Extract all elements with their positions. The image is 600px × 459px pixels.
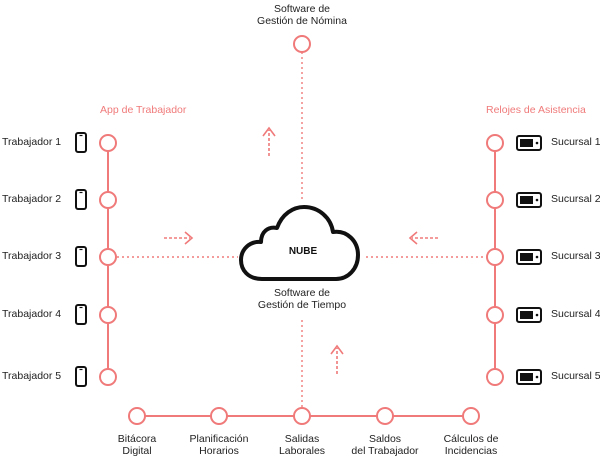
time-clock-icon (516, 135, 542, 156)
bottom-item-label-line2: Laborales (278, 445, 326, 457)
arrow-left-right-icon (408, 231, 438, 245)
node-left-1 (99, 134, 117, 152)
worker-label: Trabajador 5 (2, 370, 62, 382)
smartphone-icon (75, 304, 87, 330)
branch-label: Sucursal 3 (551, 250, 600, 262)
smartphone-icon (75, 132, 87, 158)
node-bottom-1 (128, 407, 146, 425)
worker-label: Trabajador 4 (2, 308, 62, 320)
worker-label: Trabajador 3 (2, 250, 62, 262)
time-clock-icon (516, 307, 542, 328)
node-bottom-2 (210, 407, 228, 425)
smartphone-icon (75, 189, 87, 215)
branch-label: Sucursal 2 (551, 193, 600, 205)
bottom-item-label-line1: Planificación (189, 433, 249, 445)
node-right-2 (486, 191, 504, 209)
top-node-label-line1: Software de (273, 3, 331, 15)
cloud-icon (239, 205, 360, 281)
node-right-4 (486, 306, 504, 324)
node-bottom-3 (293, 407, 311, 425)
node-left-2 (99, 191, 117, 209)
worker-label: Trabajador 1 (2, 136, 62, 148)
bottom-item-label-line1: Cálculos de (443, 433, 499, 445)
bottom-item-label-line1: Bitácora (117, 433, 157, 445)
cloud-caption-line2: Gestión de Tiempo (257, 299, 347, 311)
time-clock-icon (516, 249, 542, 270)
branch-label: Sucursal 5 (551, 370, 600, 382)
bottom-item-label-line2: Horarios (199, 445, 239, 457)
cloud-label: NUBE (288, 246, 318, 257)
bottom-nodes (128, 407, 480, 425)
node-top (293, 35, 311, 53)
node-bottom-4 (376, 407, 394, 425)
node-left-5 (99, 368, 117, 386)
arrow-up-bottom-icon (330, 344, 344, 374)
node-left-3 (99, 248, 117, 266)
top-node-label-line2: Gestión de Nómina (257, 15, 347, 27)
node-right-3 (486, 248, 504, 266)
node-right-1 (486, 134, 504, 152)
bottom-item-label-line1: Saldos (368, 433, 402, 445)
bottom-item-label-line2: del Trabajador (351, 445, 419, 457)
branch-label: Sucursal 4 (551, 308, 600, 320)
time-clock-icon (516, 369, 542, 390)
node-right-5 (486, 368, 504, 386)
left-group-title: App de Trabajador (100, 104, 187, 116)
node-left-4 (99, 306, 117, 324)
arrow-up-top-icon (262, 126, 276, 156)
bottom-item-label-line1: Salidas (284, 433, 320, 445)
left-nodes (99, 134, 117, 386)
smartphone-icon (75, 366, 87, 392)
branch-label: Sucursal 1 (551, 136, 600, 148)
bottom-item-label-line2: Digital (122, 445, 152, 457)
right-group-title: Relojes de Asistencia (486, 104, 586, 116)
right-nodes (486, 134, 504, 386)
worker-label: Trabajador 2 (2, 193, 62, 205)
cloud-caption-line1: Software de (273, 287, 331, 299)
node-bottom-5 (462, 407, 480, 425)
time-clock-icon (516, 192, 542, 213)
bottom-item-label-line2: Incidencias (444, 445, 498, 457)
arrow-right-left-icon (164, 231, 194, 245)
smartphone-icon (75, 246, 87, 272)
